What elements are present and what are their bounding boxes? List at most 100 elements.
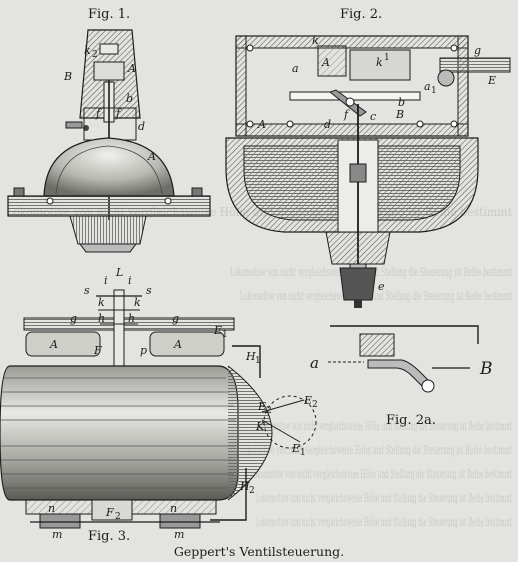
fig2-label-a: a [292, 62, 299, 75]
fig3-label-n-left: n [48, 502, 55, 515]
fig1-base-plate [7, 195, 211, 217]
fig3-central-column [113, 289, 125, 371]
fig3-title: Fig. 3. [88, 529, 130, 544]
fig2-label-b: b [398, 96, 405, 109]
fig2-label-k1: k [376, 56, 383, 69]
fig3-label-K: K [255, 420, 265, 433]
fig3-label-p: p [140, 344, 147, 357]
fig1-label-f2: f [115, 107, 122, 120]
fig2-label-g: g [474, 44, 481, 57]
fig2-label-d: d [324, 118, 331, 131]
fig3-label-L: L [115, 266, 123, 279]
fig3-label-m-right: m [174, 528, 184, 541]
fig3-label-H1-sub: 1 [255, 356, 261, 366]
fig2-lower-housing [325, 231, 391, 265]
fig2-label-A1: A [321, 56, 330, 69]
fig2a-label-a: a [310, 354, 319, 372]
fig3-lower-valve-left [39, 513, 81, 529]
background-text-line: Lokomotive von nicht vergleichsweise Höh… [240, 443, 512, 457]
fig3-label-H1: H [245, 350, 256, 363]
fig3-label-E2b-sub: 2 [312, 400, 318, 410]
fig2-label-A2: A [257, 118, 266, 131]
fig3-valve-box-left [25, 331, 101, 357]
fig2-label-k: k [312, 34, 319, 47]
fig2-valve-k [317, 45, 347, 77]
fig1-label-A-body: A [147, 150, 156, 163]
fig3-label-k-left: k [98, 296, 105, 309]
fig1-label-d: d [138, 120, 145, 133]
fig1-lower-cylinder [69, 215, 147, 245]
fig1-valve-block [93, 61, 125, 81]
fig3-label-h-right: h [128, 312, 135, 325]
fig2a-block [359, 333, 395, 357]
fig3-eccentric-circle [263, 395, 317, 449]
background-text-line: Lokomotive von nicht vergleichsweise Höh… [256, 491, 512, 505]
fig2-label-a1-sub: 1 [431, 86, 437, 96]
fig3-cylinder-cover [227, 365, 273, 501]
fig2-label-e: e [378, 280, 385, 293]
figure-1: Fig. 1. k 2 A B b f f d A [7, 7, 211, 253]
figure-3: L s i i s k k g h h g E 1 A A F p H 1 E … [0, 266, 318, 544]
background-text-line: Lokomotive von nicht vergleichsweise Höh… [258, 419, 512, 433]
fig3-valve-box-right [149, 331, 225, 357]
fig3-label-F-left: F [93, 344, 102, 357]
fig3-label-H2: H [239, 480, 250, 493]
background-text-line: Lokomotive von nicht vergleichsweise Höh… [256, 515, 512, 529]
fig3-label-k-right: k [134, 296, 141, 309]
fig3-label-A-left: A [49, 338, 58, 351]
figure-2: Fig. 2. k A [225, 7, 511, 308]
fig2-lever [289, 91, 421, 101]
fig3-label-H2-sub: 2 [249, 486, 255, 496]
fig2-bolts [246, 44, 458, 128]
fig3-label-E-bottom: E [291, 442, 300, 455]
background-text-line: Lokomotive von nicht vergleichsweise Höh… [250, 467, 512, 481]
fig2-label-a1: a [424, 80, 431, 93]
fig3-label-F2: F [105, 506, 114, 519]
fig3-label-E2-sub: 2 [266, 406, 272, 416]
fig3-label-g-right: g [172, 312, 179, 325]
fig2-pipe-g [439, 57, 511, 73]
fig3-label-E2: E [257, 400, 266, 413]
fig3-label-E1-sub: 1 [222, 330, 228, 340]
fig3-label-g-left: g [70, 312, 77, 325]
fig3-rod-H2 [210, 468, 247, 521]
fig3-label-h-left: h [98, 312, 105, 325]
fig2-label-f: f [343, 108, 350, 121]
fig2a-label-B: B [479, 359, 493, 379]
fig2-spindle-e [339, 267, 377, 301]
page-caption: Geppert's Ventilsteuerung. [174, 544, 344, 559]
fig2-label-k1-sup: 1 [384, 53, 390, 63]
fig2a-title: Fig. 2a. [386, 413, 436, 428]
fig3-label-E1: E [213, 324, 222, 337]
fig1-dome [43, 137, 175, 197]
fig3-label-m-left: m [52, 528, 62, 541]
fig3-label-n-right: n [170, 502, 177, 515]
fig3-label-i-right: i [128, 274, 132, 287]
fig2-title: Fig. 2. [340, 7, 382, 22]
fig3-label-E-bottom-sub: 1 [300, 448, 306, 458]
fig1-title: Fig. 1. [88, 7, 130, 22]
fig3-rod-H1 [232, 345, 261, 378]
fig2-chamber-k1 [349, 49, 411, 81]
fig1-label-A-top: A [127, 62, 136, 75]
fig2-label-B: B [395, 108, 404, 121]
fig3-label-F2-sub: 2 [115, 512, 121, 522]
fig3-lower-valve-right [159, 513, 201, 529]
fig3-cylinder-hatching [1, 377, 236, 489]
fig2a-outline [330, 325, 479, 344]
fig1-label-B: B [63, 70, 72, 83]
fig2-label-c: c [370, 110, 376, 123]
fig3-cylinder [0, 365, 239, 501]
background-text-line: Lokomotive von nicht vergleichsweise Höh… [240, 289, 512, 303]
fig1-label-k2-sub: 2 [92, 50, 98, 60]
fig3-label-A-right: A [173, 338, 182, 351]
figure-2a: a B Fig. 2a. [310, 325, 493, 428]
fig3-label-s-right: s [146, 284, 152, 297]
fig2-label-E: E [487, 74, 496, 87]
fig1-label-f1: f [95, 107, 102, 120]
fig3-label-E2b: E [303, 394, 312, 407]
fig1-label-b: b [126, 92, 133, 105]
fig3-label-i-left: i [104, 274, 108, 287]
